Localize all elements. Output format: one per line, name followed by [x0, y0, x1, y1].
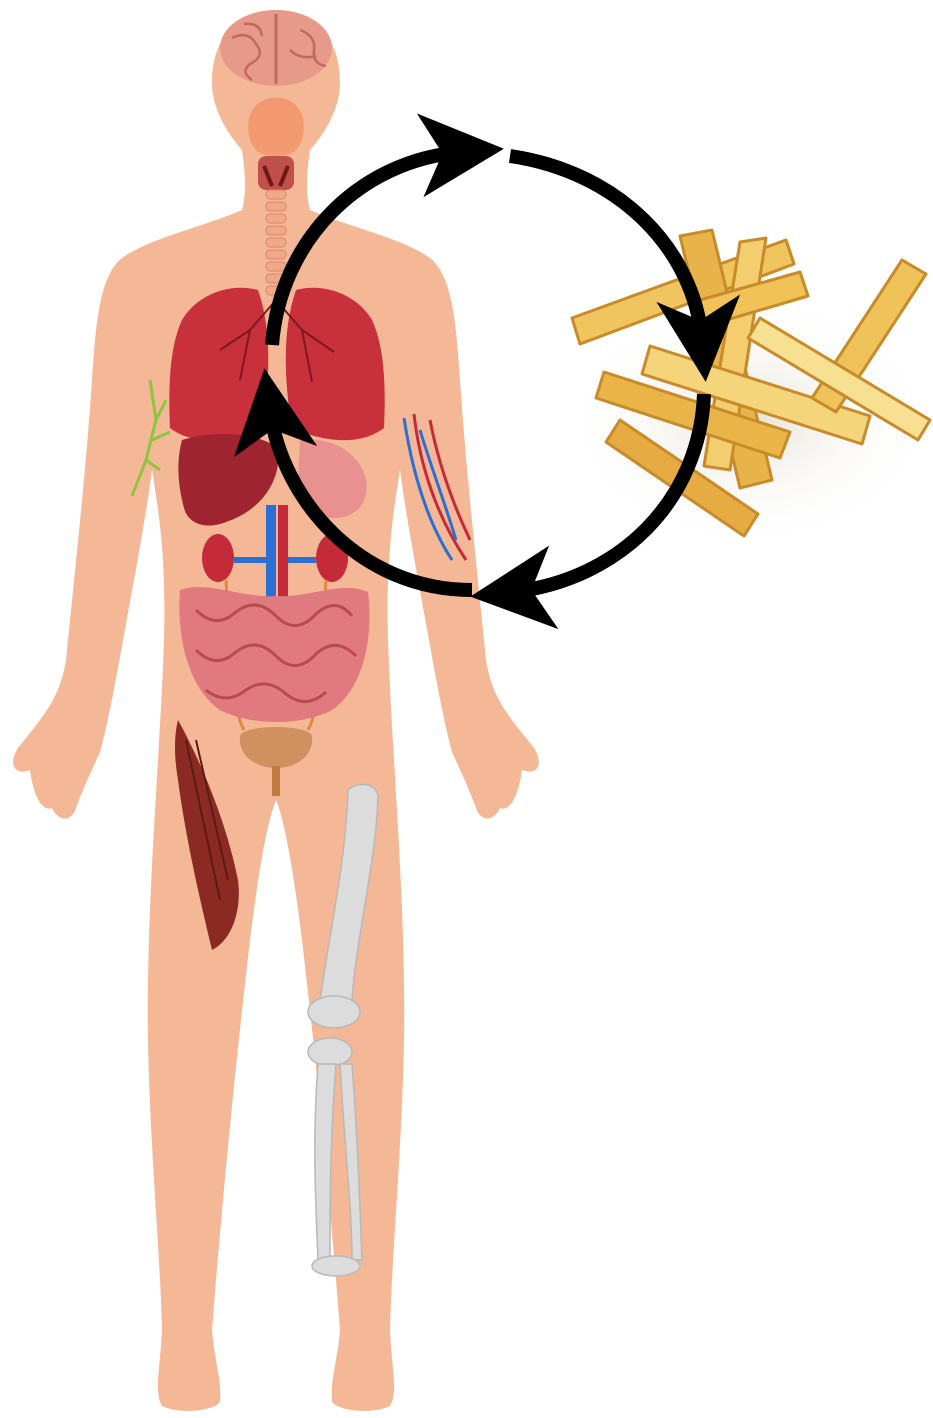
brain-icon: [220, 10, 332, 86]
french-fries-photo: [560, 230, 933, 550]
human-anatomy-illustration: [13, 10, 539, 1411]
